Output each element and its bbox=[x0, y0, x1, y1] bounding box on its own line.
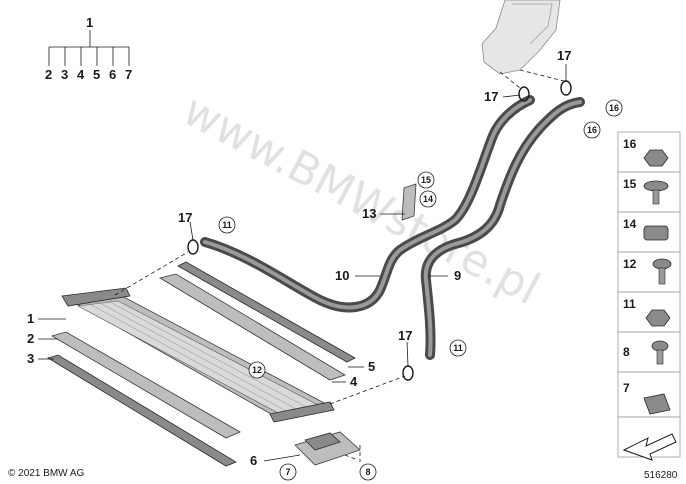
sidebar-label: 12 bbox=[623, 257, 637, 271]
callout-label: 10 bbox=[335, 268, 349, 283]
callout-label: 3 bbox=[27, 351, 34, 366]
subpart-label: 5 bbox=[93, 67, 100, 82]
sidebar-label: 16 bbox=[623, 137, 637, 151]
callout-label: 4 bbox=[350, 374, 358, 389]
parts-sidebar: 16 15 14 12 11 8 7 bbox=[617, 131, 681, 461]
circled-callouts: 7 8 11 11 12 14 15 16 16 bbox=[218, 99, 623, 481]
sidebar-label: 11 bbox=[623, 297, 636, 311]
hose-bracket bbox=[401, 183, 417, 221]
subpart-label: 6 bbox=[109, 67, 116, 82]
sidebar-label: 14 bbox=[623, 217, 637, 231]
subpart-label: 2 bbox=[45, 67, 52, 82]
sidebar-label: 7 bbox=[623, 381, 630, 395]
circled-label: 12 bbox=[252, 365, 262, 375]
callout-label: 17 bbox=[484, 89, 498, 104]
assembly-tree: 1 2 3 4 5 6 7 bbox=[45, 15, 132, 82]
circled-label: 16 bbox=[587, 125, 597, 135]
circled-label: 7 bbox=[285, 467, 290, 477]
callout-label: 9 bbox=[454, 268, 461, 283]
diagram-number: 516280 bbox=[644, 470, 678, 481]
callouts: 1 2 3 4 5 6 9 10 13 17 17 17 17 bbox=[27, 48, 571, 468]
bottom-bracket bbox=[294, 431, 361, 466]
callout-label: 6 bbox=[250, 453, 257, 468]
hose-left bbox=[200, 95, 535, 313]
callout-label: 5 bbox=[368, 359, 375, 374]
callout-label: 17 bbox=[178, 210, 192, 225]
sidebar-label: 15 bbox=[623, 177, 637, 191]
callout-label: 2 bbox=[27, 331, 34, 346]
leader-lines bbox=[38, 64, 567, 462]
side-rails bbox=[47, 261, 356, 467]
circled-label: 15 bbox=[421, 175, 431, 185]
subpart-label: 3 bbox=[61, 67, 68, 82]
circled-label: 11 bbox=[453, 343, 463, 353]
circled-label: 16 bbox=[609, 103, 619, 113]
circled-label: 8 bbox=[365, 467, 370, 477]
watermark: www.BMWstore.pl bbox=[175, 85, 548, 315]
callout-label: 17 bbox=[557, 48, 571, 63]
dashed-links bbox=[114, 69, 569, 462]
hose-right bbox=[420, 97, 585, 360]
assembly-label: 1 bbox=[86, 15, 93, 30]
subpart-label: 4 bbox=[77, 67, 85, 82]
circled-label: 14 bbox=[423, 194, 433, 204]
copyright: © 2021 BMW AG bbox=[8, 468, 85, 479]
circled-label: 11 bbox=[222, 220, 232, 230]
sidebar-label: 8 bbox=[623, 345, 630, 359]
callout-label: 13 bbox=[362, 206, 376, 221]
engine-housing bbox=[481, 0, 561, 75]
callout-label: 1 bbox=[27, 311, 34, 326]
subpart-label: 7 bbox=[125, 67, 132, 82]
callout-label: 17 bbox=[398, 328, 412, 343]
arrow-icon bbox=[622, 433, 677, 461]
cooler-core bbox=[61, 287, 335, 423]
